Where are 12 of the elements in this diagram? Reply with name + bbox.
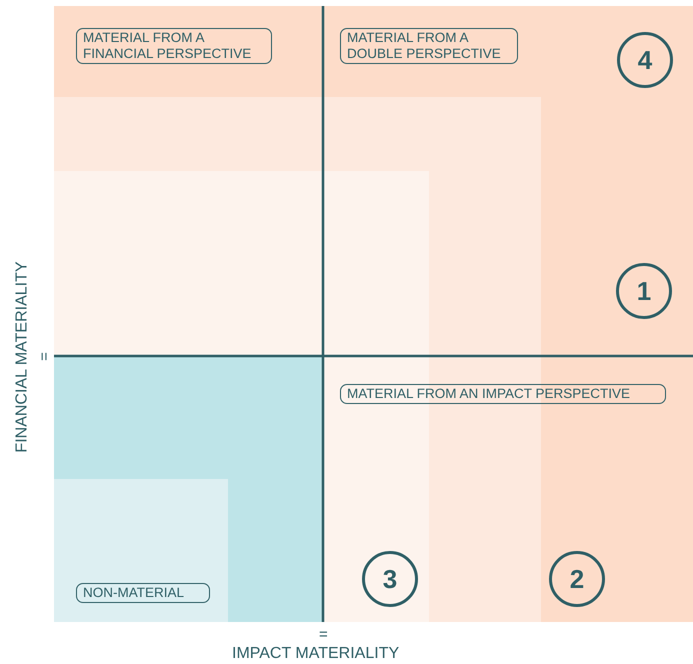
category-label: NON-MATERIAL xyxy=(76,583,210,603)
circled-number: 2 xyxy=(549,551,605,607)
category-label: MATERIAL FROM AN IMPACT PERSPECTIVE xyxy=(340,384,666,404)
axis-title: IMPACT MATERIALITY xyxy=(232,645,400,663)
category-label: MATERIAL FROM A DOUBLE PERSPECTIVE xyxy=(340,28,518,64)
equals-sign: = xyxy=(319,626,328,643)
circled-number: 3 xyxy=(362,551,418,607)
axis-title: FINANCIAL MATERIALITY xyxy=(14,261,32,453)
equals-sign: = xyxy=(36,352,53,361)
category-label: MATERIAL FROM A FINANCIAL PERSPECTIVE xyxy=(76,28,272,64)
circled-number: 1 xyxy=(616,263,672,319)
circled-number: 4 xyxy=(617,32,673,88)
